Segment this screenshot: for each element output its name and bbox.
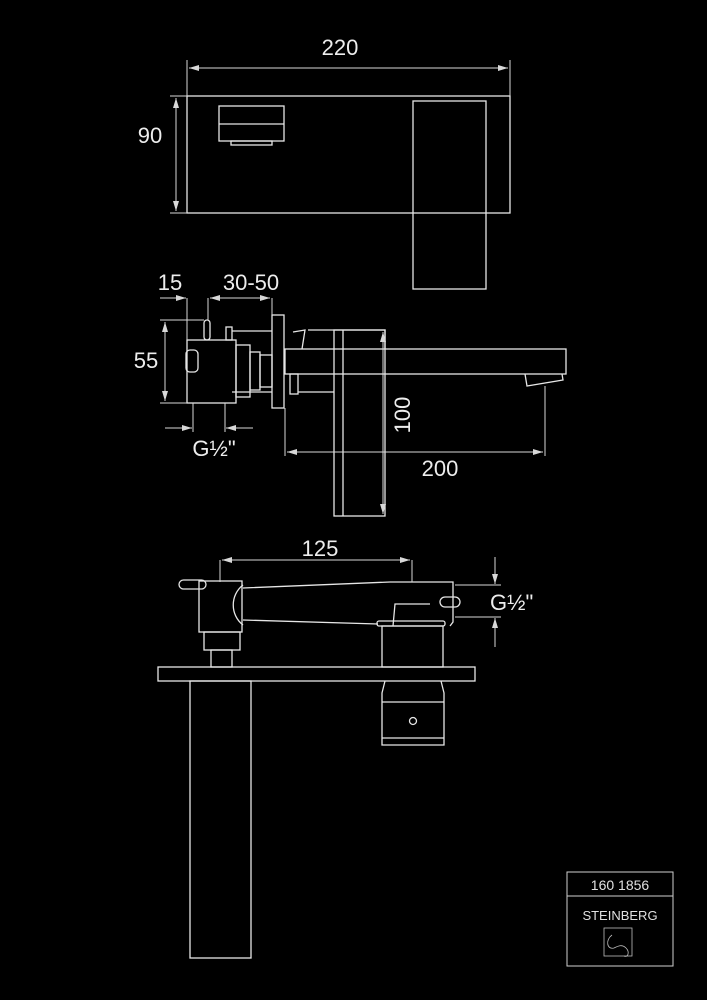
dim-label-55: 55	[134, 348, 158, 373]
concealed-valve	[381, 680, 445, 746]
dim-label-thread-side: G½"	[192, 436, 235, 461]
dimension-90: 90	[138, 95, 187, 214]
handle-bottom	[178, 579, 244, 668]
concealed-body	[189, 680, 252, 959]
dim-label-90: 90	[138, 123, 162, 148]
spout-bottom	[242, 581, 461, 668]
valve-body	[185, 319, 273, 404]
wall-plate-outline	[186, 95, 511, 214]
dimension-thread-bottom: G½"	[455, 557, 533, 647]
dim-label-200: 200	[422, 456, 459, 481]
dim-label-thread-bottom: G½"	[490, 590, 533, 615]
dimension-30-50: 30-50	[207, 270, 279, 320]
side-view: 15 30-50 55 G½" 100 20	[134, 270, 567, 517]
dimension-thread-side: G½"	[165, 403, 253, 461]
wall-plate-side	[271, 314, 285, 409]
dim-label-15: 15	[158, 270, 182, 295]
handle-top	[218, 105, 285, 146]
dimension-220: 220	[186, 35, 511, 96]
dim-label-220: 220	[322, 35, 359, 60]
dim-label-30-50: 30-50	[223, 270, 279, 295]
steinberg-logo-icon	[603, 927, 633, 957]
top-view: 220 90	[138, 35, 511, 290]
product-code: 160 1856	[591, 877, 650, 893]
spout-top	[412, 100, 487, 290]
dim-label-125: 125	[302, 536, 339, 561]
dimension-55: 55	[134, 319, 204, 404]
dimension-100: 100	[380, 332, 415, 514]
dimension-15: 15	[158, 270, 188, 340]
wall-plate-bottom	[157, 666, 476, 682]
bottom-view: 125 G½"	[157, 536, 533, 959]
dimension-200: 200	[284, 386, 546, 481]
dim-label-100: 100	[390, 397, 415, 434]
brand-name: STEINBERG	[582, 908, 657, 923]
spout-side	[284, 329, 567, 517]
dimension-125: 125	[219, 536, 413, 582]
title-block: 160 1856 STEINBERG	[566, 871, 674, 967]
